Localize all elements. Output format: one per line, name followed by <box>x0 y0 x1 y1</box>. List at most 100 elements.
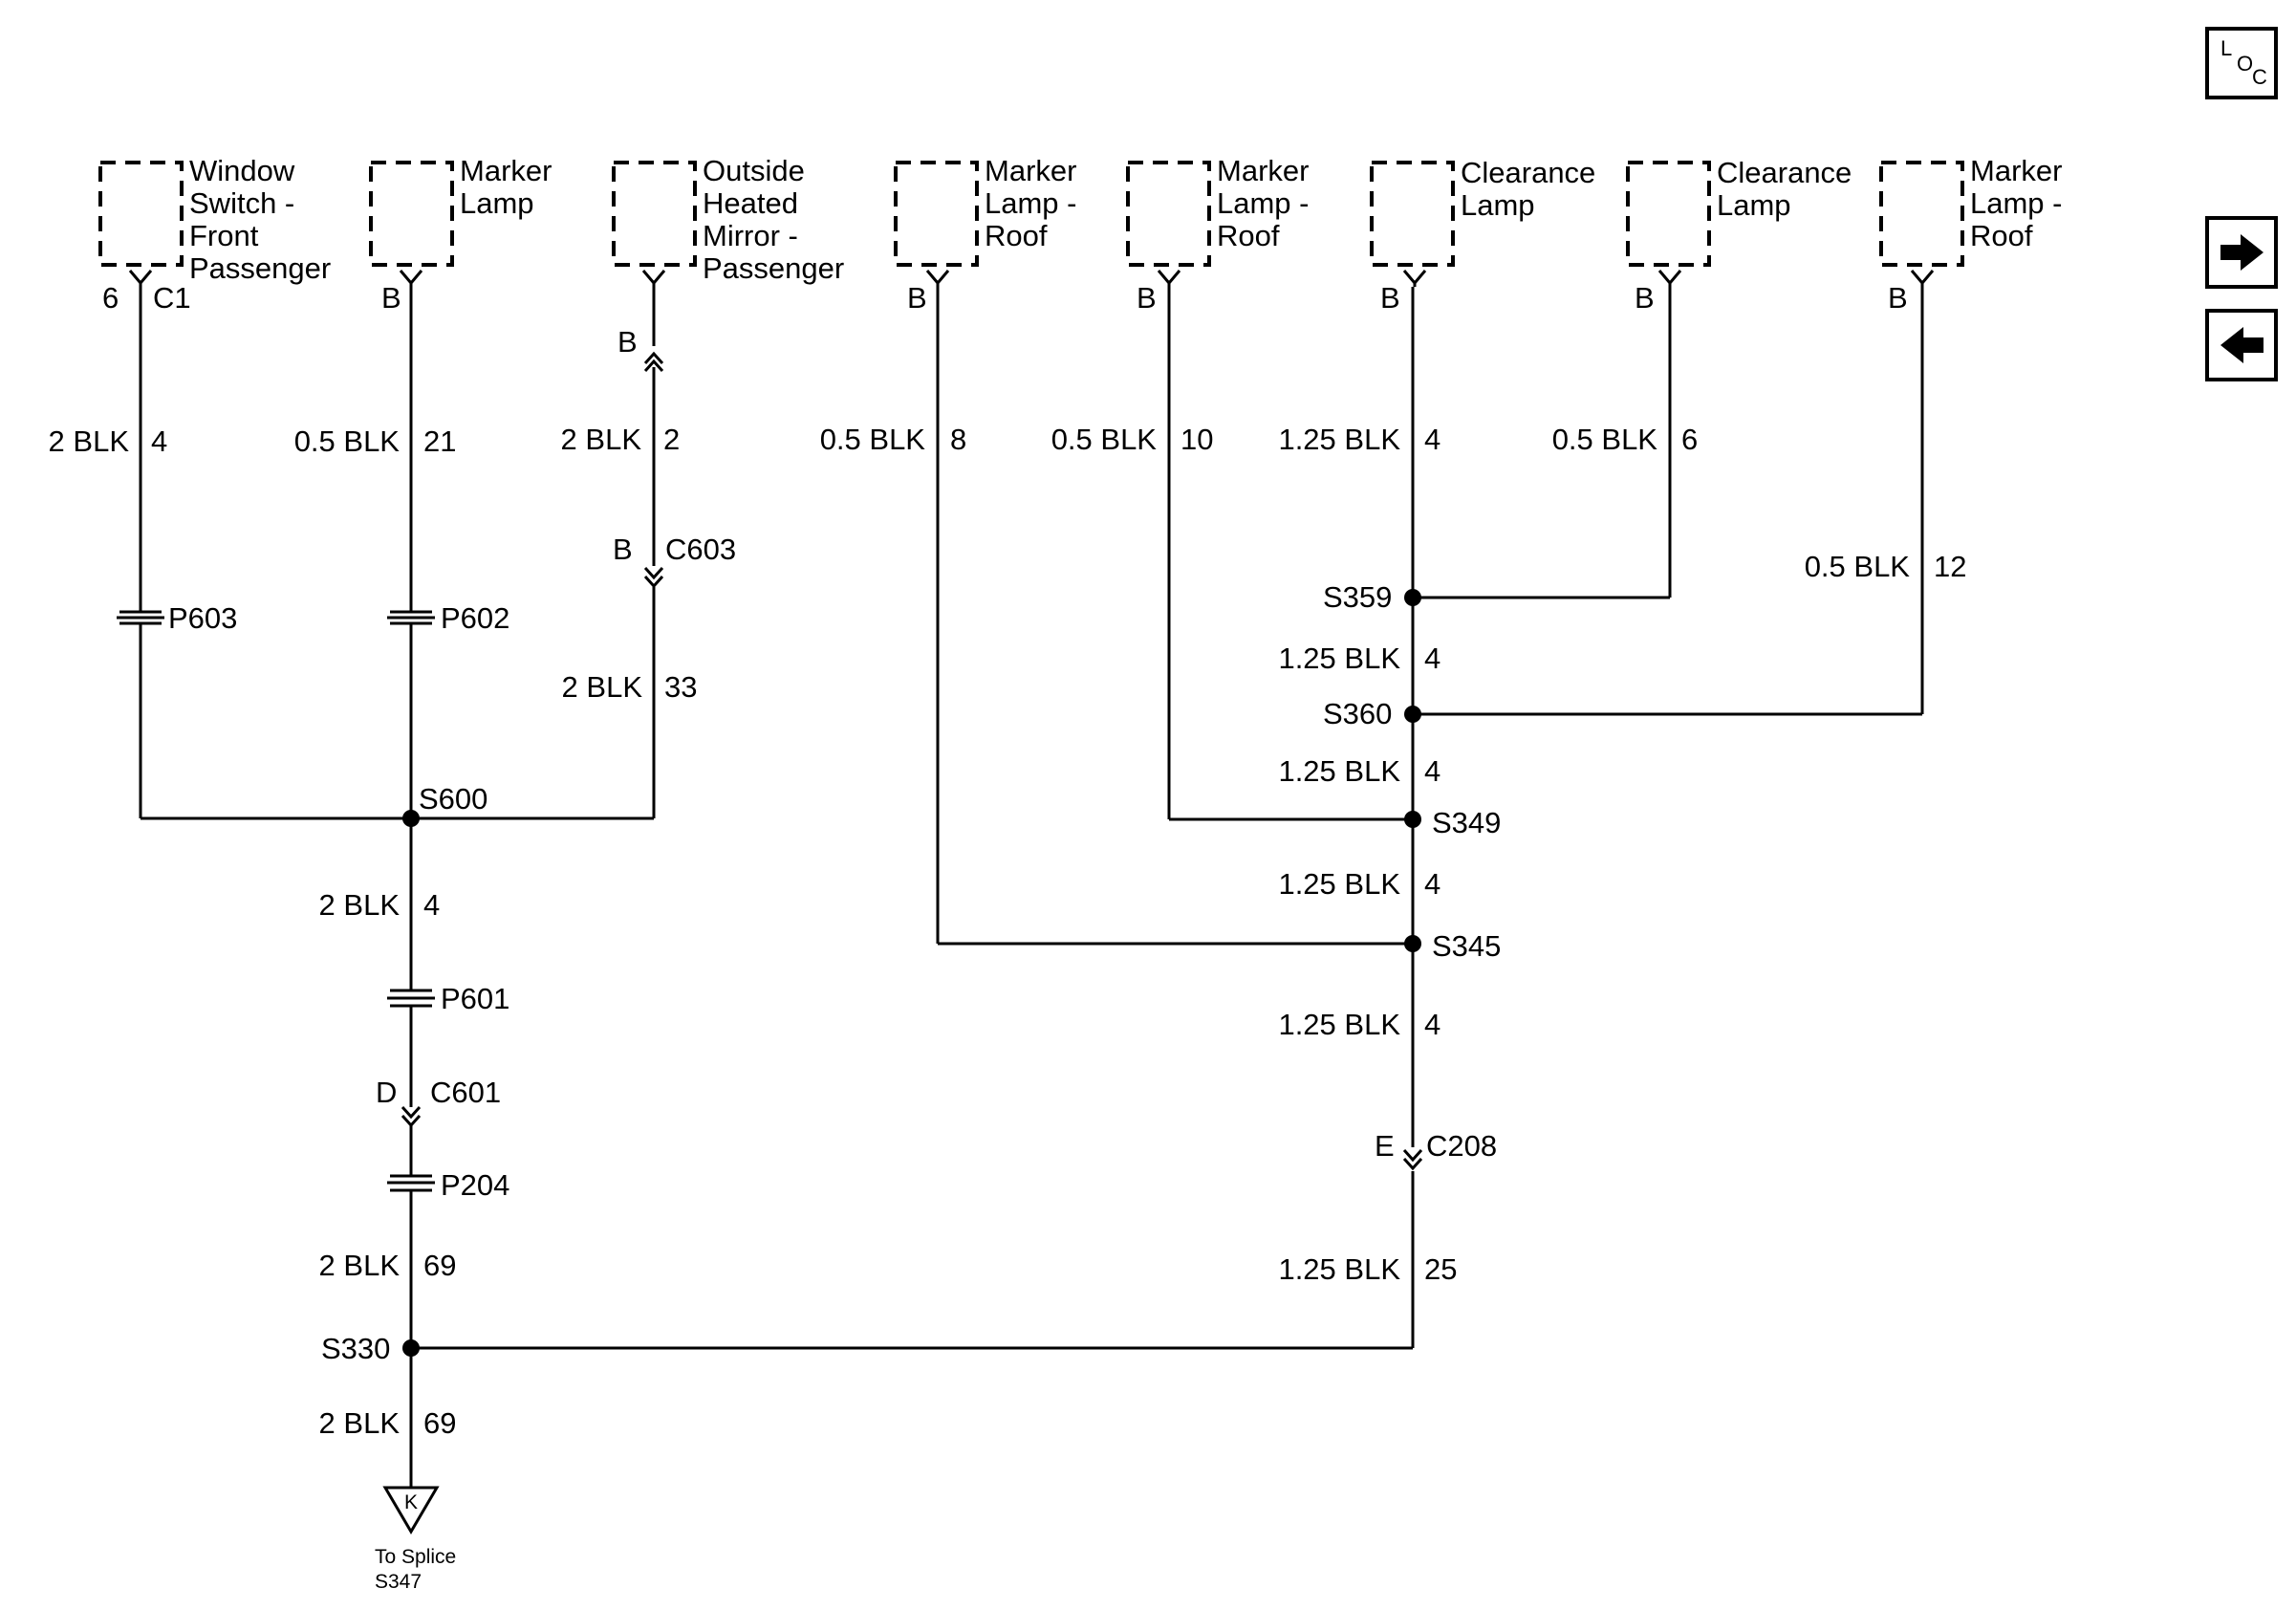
wire-gauge: 2 BLK <box>49 424 130 458</box>
component-label-line: Clearance <box>1461 156 1595 189</box>
wire-circuit: 4 <box>1424 642 1440 675</box>
component-window-switch-front-passenger: Window Switch - Front Passenger <box>98 154 331 285</box>
splice-dot <box>402 810 420 827</box>
wire-circuit: 4 <box>1424 1008 1440 1041</box>
wire-gauge: 0.5 BLK <box>1805 550 1911 583</box>
pin-label: B <box>907 281 927 315</box>
wire-gauge: 1.25 BLK <box>1278 1252 1400 1286</box>
wire-circuit: 2 <box>663 423 680 456</box>
component-label-line: Heated <box>703 186 798 220</box>
arrow-right-icon <box>2220 234 2264 271</box>
component-label-line: Marker <box>1217 154 1309 187</box>
location-view-button[interactable]: L O C <box>2205 27 2278 99</box>
wire-gauge: 1.25 BLK <box>1278 642 1400 675</box>
loc-letter: C <box>2252 65 2267 89</box>
component-label-line: Lamp <box>1461 188 1535 222</box>
component-label-line: Front <box>189 219 259 252</box>
component-label-line: Marker <box>1970 154 2062 187</box>
passthrough-label: P603 <box>168 601 237 635</box>
pin-label: 6 <box>102 281 119 315</box>
splice-label: S349 <box>1432 806 1501 839</box>
component-label-line: Marker <box>985 154 1076 187</box>
component-marker-lamp-roof-1: Marker Lamp - Roof <box>894 154 1076 267</box>
component-label-line: Passenger <box>703 251 844 285</box>
passthrough-p602 <box>387 610 435 625</box>
component-label-line: Switch - <box>189 186 294 220</box>
wire-gauge: 2 BLK <box>561 423 642 456</box>
component-label-line: Lamp <box>1717 188 1791 222</box>
wires <box>139 287 1924 1488</box>
wire-gauge: 2 BLK <box>319 888 401 922</box>
wire-circuit: 33 <box>664 670 697 704</box>
next-page-button[interactable] <box>2205 216 2278 289</box>
splice-label: S360 <box>1323 697 1392 730</box>
loc-letter: O <box>2237 52 2253 76</box>
wire-circuit: 4 <box>1424 754 1440 788</box>
inline-connector-c601 <box>401 1105 422 1128</box>
splice-dot <box>1404 935 1421 952</box>
splice-label: S600 <box>419 782 487 816</box>
previous-page-button[interactable] <box>2205 309 2278 381</box>
wire-gauge: 0.5 BLK <box>1051 423 1158 456</box>
pin-label: B <box>1888 281 1908 315</box>
pin-label: B <box>1380 281 1400 315</box>
component-label-line: Lamp - <box>1217 186 1309 220</box>
wire-gauge: 2 BLK <box>319 1406 401 1440</box>
wire-circuit: 21 <box>423 424 456 458</box>
splice-label: S359 <box>1323 580 1392 614</box>
pin-label: B <box>381 281 401 315</box>
component-label-line: Window <box>189 154 295 187</box>
wire-gauge: 0.5 BLK <box>1552 423 1658 456</box>
component-label-line: Roof <box>1970 219 2033 252</box>
splice-label: S330 <box>321 1332 390 1365</box>
component-label-line: Roof <box>985 219 1048 252</box>
splice-ref-letter: K <box>404 1491 418 1513</box>
wire-circuit: 69 <box>423 1249 456 1282</box>
splice-reference-k[interactable]: K <box>382 1486 440 1534</box>
passthrough-p601 <box>387 989 435 1008</box>
component-label-line: Roof <box>1217 219 1280 252</box>
component-clearance-lamp-2: Clearance Lamp <box>1626 156 1852 267</box>
splice-dot <box>402 1339 420 1357</box>
pin-label: B <box>613 533 633 566</box>
wire-labels: 2 BLK 4 0.5 BLK 21 2 BLK 2 2 BLK 33 0.5 … <box>49 423 1967 1440</box>
inline-connector-mirror-b <box>643 351 664 373</box>
pin-label: B <box>617 325 638 359</box>
wire-gauge: 1.25 BLK <box>1278 867 1400 901</box>
component-clearance-lamp-1: Clearance Lamp <box>1370 156 1595 267</box>
pin-label: B <box>1137 281 1157 315</box>
splice-ref-text: S347 <box>375 1571 422 1593</box>
wire-gauge: 0.5 BLK <box>294 424 401 458</box>
wire-circuit: 25 <box>1424 1252 1457 1286</box>
wire-gauge: 1.25 BLK <box>1278 754 1400 788</box>
connector-label: C601 <box>430 1076 501 1109</box>
wire-circuit: 8 <box>950 423 966 456</box>
passthrough-p603 <box>117 610 164 625</box>
passthrough-label: P204 <box>441 1168 509 1202</box>
splice-dot <box>1404 706 1421 723</box>
wire-circuit: 4 <box>1424 423 1440 456</box>
wire-gauge: 2 BLK <box>562 670 643 704</box>
component-label-line: Marker <box>460 154 552 187</box>
splice-ref-text: To Splice <box>375 1546 456 1568</box>
pin-terminal-symbols <box>128 270 1935 287</box>
inline-connector-c603 <box>643 566 664 589</box>
wire-circuit: 12 <box>1934 550 1966 583</box>
wire-circuit: 69 <box>423 1406 456 1440</box>
wire-circuit: 6 <box>1681 423 1698 456</box>
passthrough-p204 <box>387 1174 435 1192</box>
wire-circuit: 10 <box>1180 423 1213 456</box>
component-marker-lamp: Marker Lamp <box>369 154 552 267</box>
component-label-line: Lamp - <box>1970 186 2062 220</box>
component-marker-lamp-roof-2: Marker Lamp - Roof <box>1126 154 1309 267</box>
connector-label: C1 <box>153 281 191 315</box>
splice-dot <box>1404 811 1421 828</box>
wire-gauge: 1.25 BLK <box>1278 423 1400 456</box>
connector-label: C603 <box>665 533 736 566</box>
wire-circuit: 4 <box>1424 867 1440 901</box>
pin-label: D <box>376 1076 397 1109</box>
component-marker-lamp-roof-3: Marker Lamp - Roof <box>1879 154 2062 267</box>
wire-circuit: 4 <box>423 888 440 922</box>
wire-gauge: 0.5 BLK <box>820 423 926 456</box>
